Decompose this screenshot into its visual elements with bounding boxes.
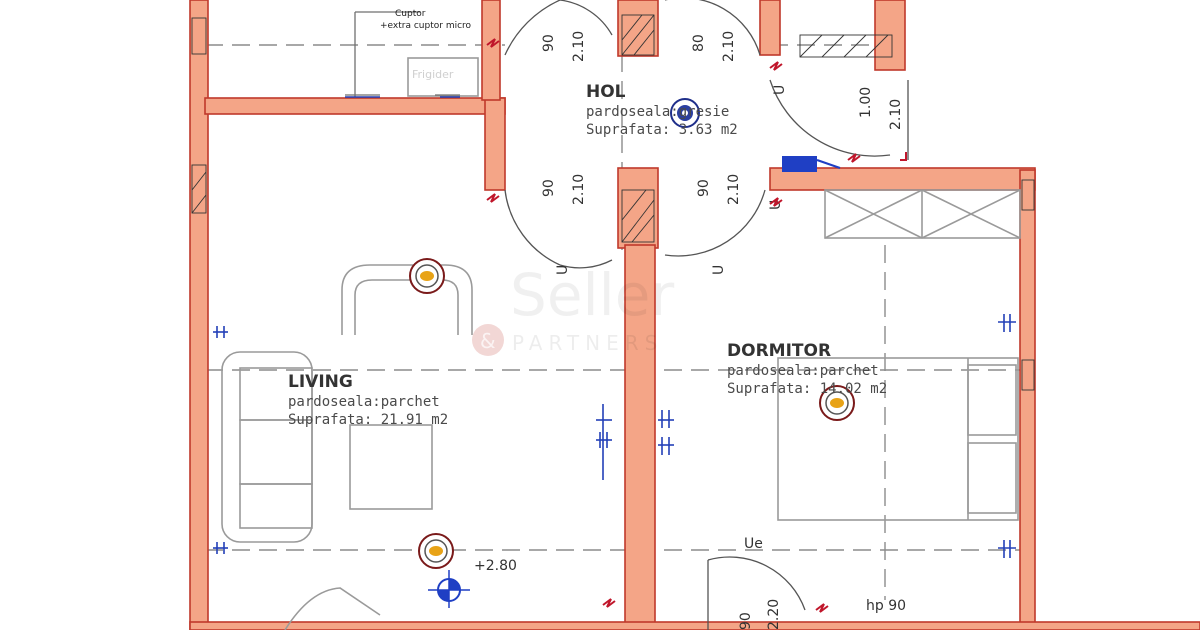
room-floor-living: pardoseala:parchet <box>288 394 440 410</box>
door-dimensions: 90 2.10 80 2.10 90 2.10 90 2.10 1.00 2.1… <box>541 31 904 630</box>
room-area-living: Suprafata: 21.91 m2 <box>288 412 448 428</box>
ceiling-light-icon <box>409 258 445 294</box>
room-label-hol: HOL pardoseala:gresie Suprafata: 3.63 m2 <box>586 82 738 138</box>
living-furniture <box>221 264 473 630</box>
svg-text:U: U <box>711 265 727 275</box>
room-floor-hol: pardoseala:gresie <box>586 104 729 120</box>
door-hol-bottom-right-height: 2.10 <box>726 174 742 205</box>
svg-text:U: U <box>555 265 571 275</box>
ceiling-light-icon <box>418 533 454 569</box>
watermark: Seller & PARTNERS <box>472 261 674 356</box>
hatched-columns <box>191 14 1035 391</box>
kitchen-note-line2: +extra cuptor micro <box>380 21 472 31</box>
door-dormitor-height: 2.20 <box>766 599 782 630</box>
door-hol-bottom-left-height: 2.10 <box>571 174 587 205</box>
room-label-dormitor: DORMITOR pardoseala:parchet Suprafata: 1… <box>727 341 887 397</box>
electric-panel-icon <box>782 156 817 172</box>
electrical-symbols <box>213 96 1016 608</box>
door-dormitor-width: 90 <box>738 612 754 630</box>
door-hol-bottom-right-width: 90 <box>696 179 712 197</box>
watermark-sub: PARTNERS <box>512 331 663 355</box>
fridge-label: Frigider <box>412 68 454 81</box>
svg-text:U: U <box>772 85 788 95</box>
hp-label: hp 90 <box>866 598 906 614</box>
door-entry-width: 1.00 <box>858 87 874 118</box>
socket-markers <box>486 38 907 613</box>
walls <box>189 0 1200 630</box>
door-hol-top-left-width: 90 <box>541 34 557 52</box>
room-area-dormitor: Suprafata: 14.02 m2 <box>727 381 887 397</box>
door-hol-top-left-height: 2.10 <box>571 31 587 62</box>
ue-label: Ue <box>744 536 763 552</box>
room-floor-dormitor: pardoseala:parchet <box>727 363 879 379</box>
door-hol-bottom-left-width: 90 <box>541 179 557 197</box>
dormitor-furniture <box>777 189 1021 521</box>
door-swings <box>504 0 909 630</box>
ceiling-light-icon <box>819 385 855 421</box>
door-hol-top-right-height: 2.10 <box>721 31 737 62</box>
watermark-mark: & <box>480 329 496 353</box>
kitchen-fixtures: Frigider Cuptor +extra cuptor micro <box>345 9 479 98</box>
kitchen-note-line1: Cuptor <box>395 9 426 19</box>
door-entry-height: 2.10 <box>888 99 904 130</box>
room-name-hol: HOL <box>586 82 626 102</box>
room-name-living: LIVING <box>288 372 353 392</box>
door-hol-top-right-width: 80 <box>691 34 707 52</box>
elevation-label: +2.80 <box>474 558 517 574</box>
ceiling-light-hol-icon <box>670 98 700 128</box>
watermark-brand: Seller <box>510 261 674 329</box>
room-area-hol: Suprafata: 3.63 m2 <box>586 122 738 138</box>
elevation-marker-icon <box>428 570 470 608</box>
room-name-dormitor: DORMITOR <box>727 341 831 361</box>
room-label-living: LIVING pardoseala:parchet Suprafata: 21.… <box>288 372 448 428</box>
